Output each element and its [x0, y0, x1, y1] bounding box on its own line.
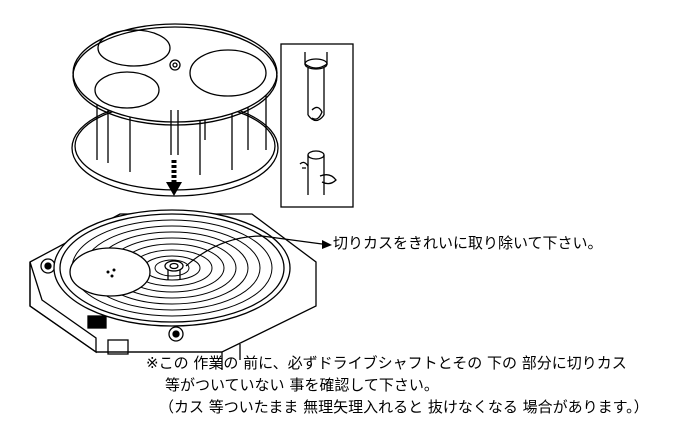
- note-line-2: 等がついていない 事を確認して下さい。: [165, 376, 439, 394]
- blank-disc: [69, 247, 151, 297]
- insert-arrow: [166, 160, 182, 196]
- turntable: [53, 209, 291, 327]
- note-line-3: （カス 等ついたまま 無理矢理入れると 抜けなくなる 場合があります。）: [159, 398, 649, 416]
- lid-plate: [72, 23, 278, 126]
- knob-front: [168, 326, 184, 342]
- base-machine: [29, 209, 317, 370]
- drive-shaft: [164, 260, 184, 280]
- note-line-1: ※この 作業の 前に、必ずドライブシャフトとその 下の 部分に切りカス: [146, 354, 627, 372]
- callout-text: 切りカスをきれいに取り除いて下さい。: [333, 234, 603, 252]
- basket-assembly: [71, 23, 279, 197]
- caution-note: ※この 作業の 前に、必ずドライブシャフトとその 下の 部分に切りカス 等がつい…: [146, 352, 649, 418]
- shaft-detail-inset: [280, 43, 354, 208]
- callout-leader: [185, 235, 323, 267]
